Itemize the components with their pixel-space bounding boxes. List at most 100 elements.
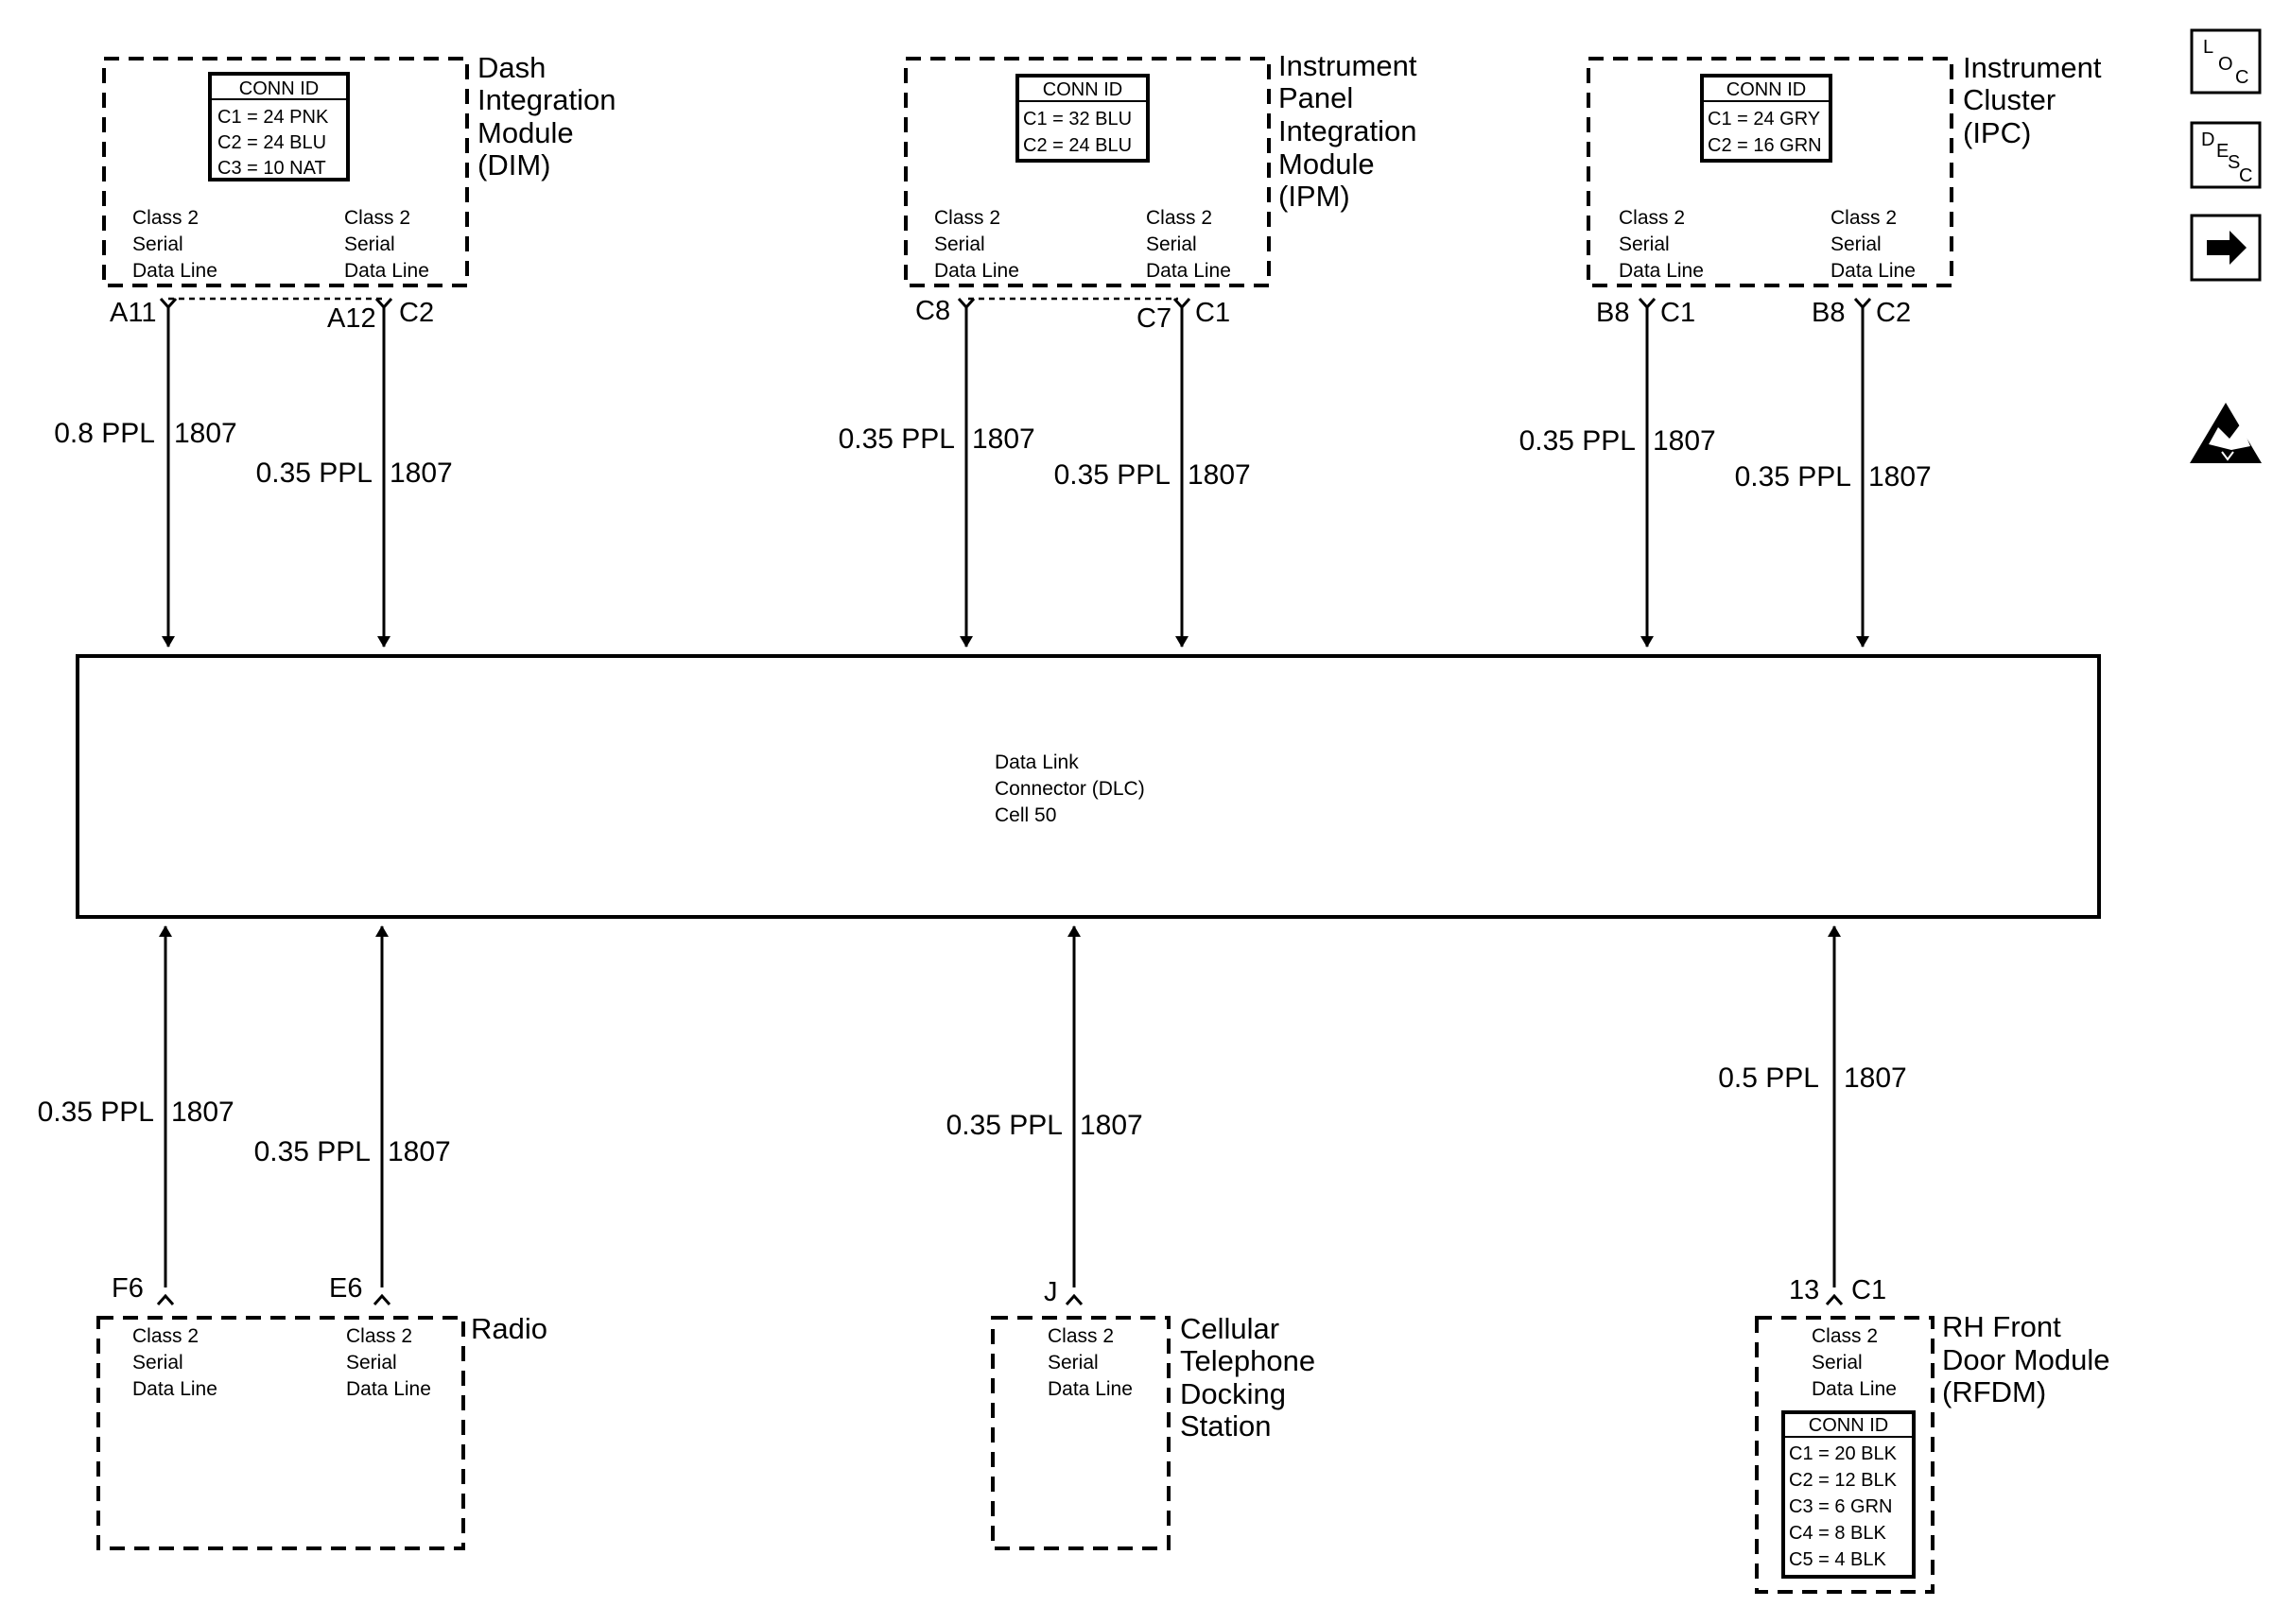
pin-connector-symbol (159, 298, 178, 310)
pin-label: C1 (1195, 298, 1230, 328)
svg-text:Serial: Serial (1619, 233, 1670, 255)
dim-module: CONN ID C1 = 24 PNK C2 = 24 BLU C3 = 10 … (102, 51, 616, 301)
ipc-conn-id-table: CONN ID C1 = 24 GRY C2 = 16 GRN (1700, 74, 1832, 163)
wire-circuit: 1807 (1653, 425, 1716, 457)
ipc-name: Instrument Cluster (IPC) (1963, 51, 2102, 149)
esd-warning-icon (2190, 403, 2262, 463)
wire-gauge: 0.5 PPL (1718, 1063, 1819, 1094)
wire-radio-f6: 0.35 PPL 1807 (38, 925, 234, 1287)
ipc-class2-right: Class 2 Serial Data Line (1831, 207, 1916, 282)
wire-radio-e6: 0.35 PPL 1807 (254, 925, 451, 1287)
rfdm-class2: Class 2 Serial Data Line (1812, 1325, 1897, 1400)
dim-conn-row: C3 = 10 NAT (217, 158, 326, 179)
svg-text:(IPC): (IPC) (1963, 116, 2031, 149)
dim-conn-title: CONN ID (239, 78, 319, 99)
svg-text:L: L (2203, 37, 2213, 58)
ipc-conn-row: C2 = 16 GRN (1708, 135, 1822, 156)
dlc-label-line3: Cell 50 (995, 804, 1056, 826)
ipm-class2-left: Class 2 Serial Data Line (934, 207, 1019, 282)
arrow-right-icon[interactable] (2190, 214, 2262, 282)
svg-text:Module: Module (477, 116, 574, 149)
dim-conn-id-table: CONN ID C1 = 24 PNK C2 = 24 BLU C3 = 10 … (208, 72, 350, 181)
svg-text:(DIM): (DIM) (477, 148, 550, 181)
svg-text:Door Module: Door Module (1942, 1343, 2109, 1376)
radio-class2-left: Class 2 Serial Data Line (132, 1325, 217, 1400)
svg-text:Serial: Serial (1812, 1352, 1863, 1373)
wire-gauge: 0.35 PPL (254, 1136, 371, 1167)
cell-class2: Class 2 Serial Data Line (1048, 1325, 1133, 1400)
svg-text:Class 2: Class 2 (1048, 1325, 1114, 1347)
top-wires: 0.8 PPL 1807 0.35 PPL 1807 0.35 PPL 1807… (54, 307, 1932, 648)
pin-connector-symbol (1638, 298, 1657, 310)
rfdm-name: RH Front Door Module (RFDM) (1942, 1310, 2109, 1408)
svg-text:Dash: Dash (477, 51, 546, 84)
svg-text:Integration: Integration (1278, 114, 1417, 147)
wire-gauge: 0.35 PPL (946, 1110, 1063, 1141)
wire-circuit: 1807 (390, 458, 453, 489)
pin-label: C2 (399, 298, 434, 328)
bottom-wires: 0.35 PPL 1807 0.35 PPL 1807 0.35 PPL 180… (38, 925, 1907, 1287)
svg-text:RH Front: RH Front (1942, 1310, 2061, 1343)
svg-text:Docking: Docking (1180, 1377, 1286, 1410)
pin-connector-symbol (374, 298, 393, 310)
ipc-module: CONN ID C1 = 24 GRY C2 = 16 GRN Class 2 … (1587, 51, 2102, 287)
ipm-class2-right: Class 2 Serial Data Line (1146, 207, 1231, 282)
svg-text:E: E (2216, 141, 2229, 162)
rfdm-conn-row: C4 = 8 BLK (1789, 1523, 1887, 1544)
svg-text:Serial: Serial (934, 233, 985, 255)
svg-text:Serial: Serial (1146, 233, 1197, 255)
pin-label: 13 (1789, 1275, 1819, 1305)
rfdm-conn-row: C3 = 6 GRN (1789, 1496, 1892, 1517)
ipm-conn-row: C1 = 32 BLU (1023, 109, 1132, 130)
pin-label: F6 (112, 1273, 144, 1304)
wire-rfdm-13: 0.5 PPL 1807 (1718, 925, 1907, 1287)
dlc-label-line2: Connector (DLC) (995, 778, 1145, 800)
pin-connector-symbol (1065, 1293, 1084, 1305)
svg-text:(IPM): (IPM) (1278, 180, 1350, 213)
dim-class2-right: Class 2 Serial Data Line (344, 207, 429, 282)
cell-name: Cellular Telephone Docking Station (1180, 1312, 1315, 1443)
svg-text:Class 2: Class 2 (1831, 207, 1897, 229)
ipm-conn-title: CONN ID (1043, 79, 1122, 100)
wire-circuit: 1807 (1868, 461, 1932, 492)
wire-ipc-c1: 0.35 PPL 1807 (1519, 307, 1716, 648)
loc-icon[interactable]: L O C (2190, 28, 2262, 95)
svg-text:Data Line: Data Line (1146, 260, 1231, 282)
pin-connector-symbol (1853, 298, 1872, 310)
ipm-name: Instrument Panel Integration Module (IPM… (1278, 49, 1417, 213)
pin-label: E6 (329, 1273, 362, 1304)
svg-text:Class 2: Class 2 (346, 1325, 412, 1347)
rfdm-conn-row: C2 = 12 BLK (1789, 1470, 1898, 1491)
pin-connector-symbol (156, 1293, 175, 1305)
ipm-conn-row: C2 = 24 BLU (1023, 135, 1132, 156)
dim-class2-left: Class 2 Serial Data Line (132, 207, 217, 282)
rfdm-conn-row: C5 = 4 BLK (1789, 1549, 1887, 1570)
svg-text:Panel: Panel (1278, 81, 1353, 114)
desc-icon[interactable]: D E S C (2190, 121, 2262, 189)
wire-gauge: 0.35 PPL (38, 1097, 154, 1128)
pin-label: C1 (1660, 298, 1695, 328)
wire-gauge: 0.35 PPL (1054, 459, 1171, 491)
svg-text:Cluster: Cluster (1963, 83, 2056, 116)
wire-ipc-c2: 0.35 PPL 1807 (1735, 307, 1932, 648)
svg-text:Data Line: Data Line (132, 260, 217, 282)
svg-text:Serial: Serial (132, 1352, 183, 1373)
wire-circuit: 1807 (1844, 1063, 1907, 1094)
pin-label: J (1044, 1277, 1058, 1307)
pin-label: C1 (1851, 1275, 1886, 1305)
svg-text:Class 2: Class 2 (344, 207, 410, 229)
svg-text:Class 2: Class 2 (1619, 207, 1685, 229)
svg-text:Cellular: Cellular (1180, 1312, 1279, 1345)
dim-conn-row: C1 = 24 PNK (217, 107, 329, 128)
ipc-conn-row: C1 = 24 GRY (1708, 109, 1820, 130)
pin-label: A11 (110, 298, 156, 328)
svg-text:S: S (2228, 152, 2240, 173)
radio-name: Radio (471, 1312, 547, 1345)
svg-text:Integration: Integration (477, 83, 616, 116)
svg-text:Data Line: Data Line (934, 260, 1019, 282)
svg-text:Data Line: Data Line (1831, 260, 1916, 282)
svg-text:Class 2: Class 2 (132, 207, 199, 229)
radio-class2-right: Class 2 Serial Data Line (346, 1325, 431, 1400)
side-icons: L O C D E S C (2190, 28, 2262, 463)
